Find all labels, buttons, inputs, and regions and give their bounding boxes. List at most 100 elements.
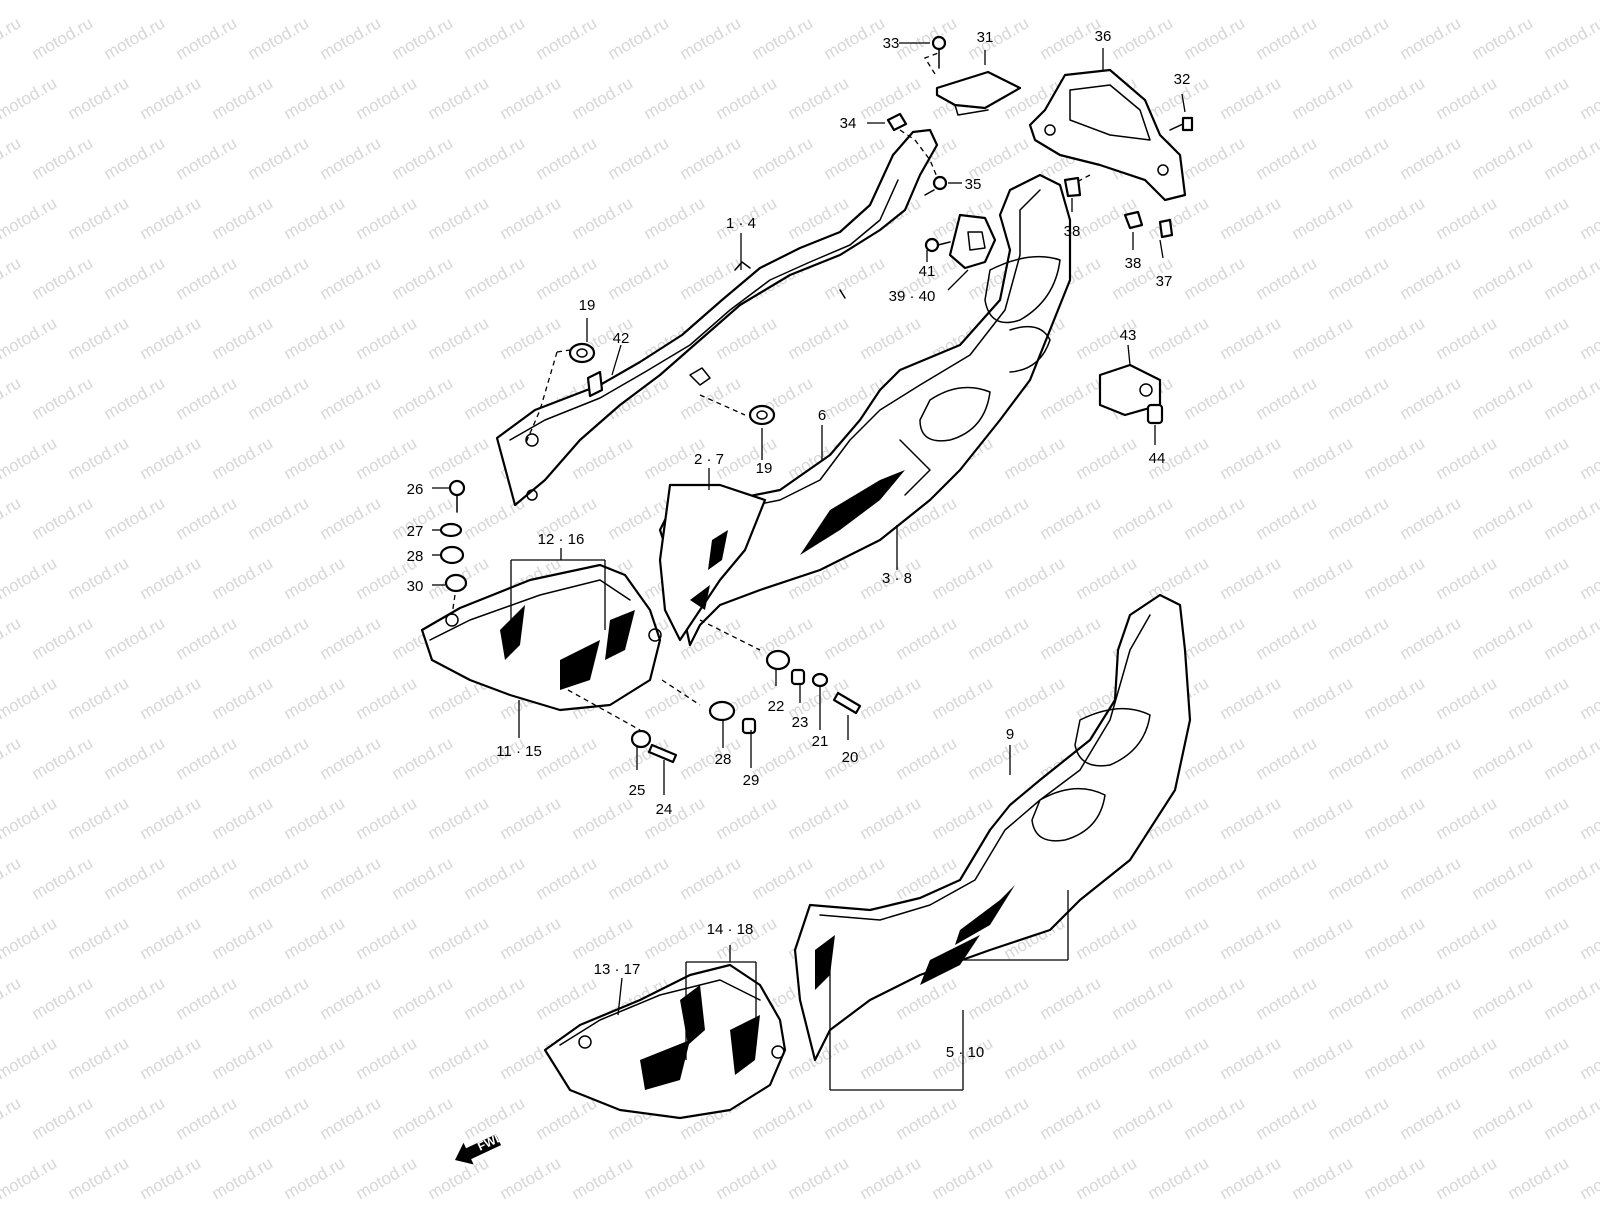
watermark-text: motod.ru: [1469, 493, 1537, 543]
part-28-grommet-a[interactable]: [441, 547, 463, 563]
part-38-clip-a[interactable]: [1065, 178, 1080, 196]
watermark-text: motod.ru: [245, 613, 313, 663]
callout-31: 31: [977, 29, 994, 46]
watermark-text: motod.ru: [101, 373, 169, 423]
part-44-spacer[interactable]: [1148, 405, 1162, 423]
watermark-text: motod.ru: [173, 253, 241, 303]
watermark-text: motod.ru: [1073, 1153, 1141, 1200]
watermark-text: motod.ru: [1433, 793, 1501, 843]
watermark-text: motod.ru: [65, 673, 133, 723]
watermark-text: motod.ru: [461, 13, 529, 63]
watermark-text: motod.ru: [641, 1153, 709, 1200]
watermark-text: motod.ru: [713, 73, 781, 123]
watermark-text: motod.ru: [533, 253, 601, 303]
part-20-bolt[interactable]: [834, 693, 860, 713]
watermark-text: motod.ru: [353, 193, 421, 243]
part-29-collar[interactable]: [743, 719, 755, 733]
watermark-text: motod.ru: [1001, 0, 1069, 3]
watermark-text: motod.ru: [1577, 1153, 1600, 1200]
part-23-collar[interactable]: [792, 670, 804, 684]
watermark-text: motod.ru: [857, 673, 925, 723]
watermark-text: motod.ru: [1397, 973, 1465, 1023]
watermark-text: motod.ru: [1577, 913, 1600, 963]
watermark-text: motod.ru: [1037, 1093, 1105, 1143]
watermark-text: motod.ru: [1469, 853, 1537, 903]
watermark-text: motod.ru: [173, 853, 241, 903]
part-19-grommet-a[interactable]: [570, 344, 594, 362]
watermark-text: motod.ru: [1109, 13, 1177, 63]
watermark-text: motod.ru: [1505, 673, 1573, 723]
watermark-text: motod.ru: [1181, 253, 1249, 303]
watermark-text: motod.ru: [641, 673, 709, 723]
watermark-text: motod.ru: [821, 853, 889, 903]
watermark-text: motod.ru: [749, 853, 817, 903]
watermark-text: motod.ru: [1469, 733, 1537, 783]
callout-43: 43: [1120, 327, 1137, 344]
watermark-text: motod.ru: [1289, 913, 1357, 963]
watermark-text: motod.ru: [0, 1033, 60, 1083]
watermark-text: motod.ru: [1253, 13, 1321, 63]
watermark-text: motod.ru: [1217, 793, 1285, 843]
watermark-text: motod.ru: [893, 13, 961, 63]
watermark-text: motod.ru: [317, 253, 385, 303]
part-34-clip[interactable]: [888, 114, 906, 130]
part-32-bolt[interactable]: [1170, 118, 1192, 130]
watermark-text: motod.ru: [929, 0, 997, 3]
watermark-text: motod.ru: [1577, 313, 1600, 363]
part-21-washer[interactable]: [813, 674, 827, 686]
watermark-text: motod.ru: [1577, 0, 1600, 3]
watermark-text: motod.ru: [533, 733, 601, 783]
watermark-text: motod.ru: [1397, 253, 1465, 303]
watermark-text: motod.ru: [1289, 433, 1357, 483]
watermark-text: motod.ru: [245, 13, 313, 63]
part-35-screw[interactable]: [925, 177, 946, 195]
watermark-text: motod.ru: [1109, 493, 1177, 543]
watermark-text: motod.ru: [1073, 553, 1141, 603]
part-37-screw[interactable]: [1160, 220, 1172, 237]
watermark-text: motod.ru: [785, 793, 853, 843]
watermark-text: motod.ru: [353, 1153, 421, 1200]
watermark-text: motod.ru: [1577, 193, 1600, 243]
watermark-text: motod.ru: [1181, 853, 1249, 903]
part-30-nut[interactable]: [446, 575, 466, 591]
callout-1-4: 1 · 4: [726, 215, 756, 232]
watermark-text: motod.ru: [1361, 193, 1429, 243]
part-33-screw[interactable]: [933, 37, 945, 68]
watermark-text: motod.ru: [857, 1153, 925, 1200]
watermark-text: motod.ru: [749, 13, 817, 63]
watermark-text: motod.ru: [245, 133, 313, 183]
watermark-text: motod.ru: [929, 553, 997, 603]
watermark-text: motod.ru: [425, 1033, 493, 1083]
watermark-text: motod.ru: [965, 13, 1033, 63]
watermark-text: motod.ru: [1181, 733, 1249, 783]
watermark-text: motod.ru: [0, 133, 24, 183]
part-38-clip-b[interactable]: [1125, 212, 1142, 228]
watermark-text: motod.ru: [1325, 853, 1393, 903]
watermark-text: motod.ru: [1433, 913, 1501, 963]
watermark-text: motod.ru: [1505, 1033, 1573, 1083]
watermark-text: motod.ru: [1001, 553, 1069, 603]
part-25-washer[interactable]: [632, 731, 650, 747]
watermark-text: motod.ru: [461, 373, 529, 423]
part-22-grommet[interactable]: [767, 651, 789, 669]
watermark-text: motod.ru: [245, 1093, 313, 1143]
watermark-text: motod.ru: [1181, 13, 1249, 63]
watermark-text: motod.ru: [1361, 673, 1429, 723]
watermark-text: motod.ru: [245, 253, 313, 303]
watermark-text: motod.ru: [1253, 373, 1321, 423]
watermark-text: motod.ru: [0, 1093, 24, 1143]
part-27-washer[interactable]: [441, 524, 461, 536]
watermark-text: motod.ru: [1361, 313, 1429, 363]
watermark-text: motod.ru: [1505, 313, 1573, 363]
part-28-grommet-b[interactable]: [710, 702, 734, 720]
watermark-text: motod.ru: [29, 613, 97, 663]
watermark-text: motod.ru: [821, 133, 889, 183]
watermark-text: motod.ru: [353, 1033, 421, 1083]
part-19-grommet-b[interactable]: [750, 406, 774, 424]
watermark-text: motod.ru: [0, 313, 60, 363]
watermark-text: motod.ru: [677, 13, 745, 63]
watermark-text: motod.ru: [137, 313, 205, 363]
watermark-text: motod.ru: [173, 613, 241, 663]
